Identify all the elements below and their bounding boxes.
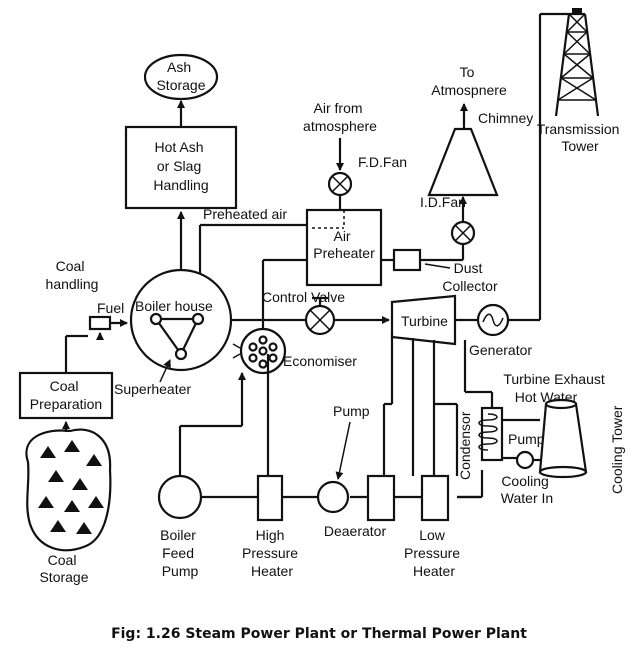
deaerator-label: Deaerator <box>324 523 387 539</box>
dust-collector-box <box>392 248 422 272</box>
cooling-tower-shape <box>538 402 588 474</box>
coal-handling-label: Coal handling <box>46 258 99 292</box>
coal-storage-label: Coal Storage <box>39 552 88 585</box>
economiser-label: Economiser <box>283 353 357 369</box>
deaerator-shape <box>316 480 350 514</box>
chimney-shape <box>427 127 499 197</box>
turbine-label: Turbine <box>401 313 448 329</box>
pump-label: Pump <box>333 403 370 419</box>
high-pressure-heater-label: High Pressure Heater <box>242 527 302 579</box>
preheated-air-label: Preheated air <box>203 206 287 222</box>
generator-label: Generator <box>469 342 532 358</box>
boiler-house-label: Boiler house <box>135 298 213 314</box>
chimney-label: Chimney <box>478 110 533 126</box>
transmission-tower-icon <box>554 8 600 117</box>
low-pressure-heater-box-2 <box>420 474 450 522</box>
transmission-tower-label: Transmission Tower <box>537 121 624 154</box>
cooling-water-in-label: Cooling Water In <box>501 473 553 506</box>
low-pressure-heater-label: Low Pressure Heater <box>404 527 464 579</box>
turbine-shape <box>390 294 457 346</box>
id-fan-label: I.D.Fan <box>420 194 466 210</box>
control-valve-label: Control Valve <box>262 289 345 305</box>
ash-storage-label: Ash Storage <box>156 59 205 93</box>
superheater-triangle <box>153 317 200 357</box>
condensor-label: Condensor <box>457 411 473 480</box>
boiler-feed-pump-label: Boiler Feed Pump <box>160 527 200 579</box>
cooling-tower-label: Cooling Tower <box>609 405 625 494</box>
hot-ash-label: Hot Ash or Slag Handling <box>153 139 208 193</box>
air-from-atmosphere-label: Air from atmosphere <box>303 100 377 134</box>
cooling-pump-shape <box>515 450 535 470</box>
cooling-pump-label: Pump <box>508 431 545 447</box>
air-preheater-label: Air Preheater <box>313 228 375 261</box>
to-atmosphere-label: To Atmospnere <box>431 64 507 98</box>
boiler-feed-pump-shape <box>157 474 203 520</box>
coal-storage-pile <box>25 428 112 552</box>
fd-fan-label: F.D.Fan <box>358 154 407 170</box>
high-pressure-heater-box <box>256 474 284 522</box>
low-pressure-heater-box-1 <box>366 474 396 522</box>
ash-storage-shape <box>143 53 219 101</box>
coal-preparation-box <box>18 371 114 420</box>
dust-collector-label: Dust Collector <box>442 260 498 294</box>
coal-preparation-label: Coal Preparation <box>30 378 102 412</box>
fuel-label: Fuel <box>97 300 124 316</box>
condensor-box <box>480 406 504 462</box>
figure-caption: Fig: 1.26 Steam Power Plant or Thermal P… <box>111 626 527 642</box>
fuel-feeder <box>88 315 112 331</box>
superheater-label: Superheater <box>114 381 191 397</box>
